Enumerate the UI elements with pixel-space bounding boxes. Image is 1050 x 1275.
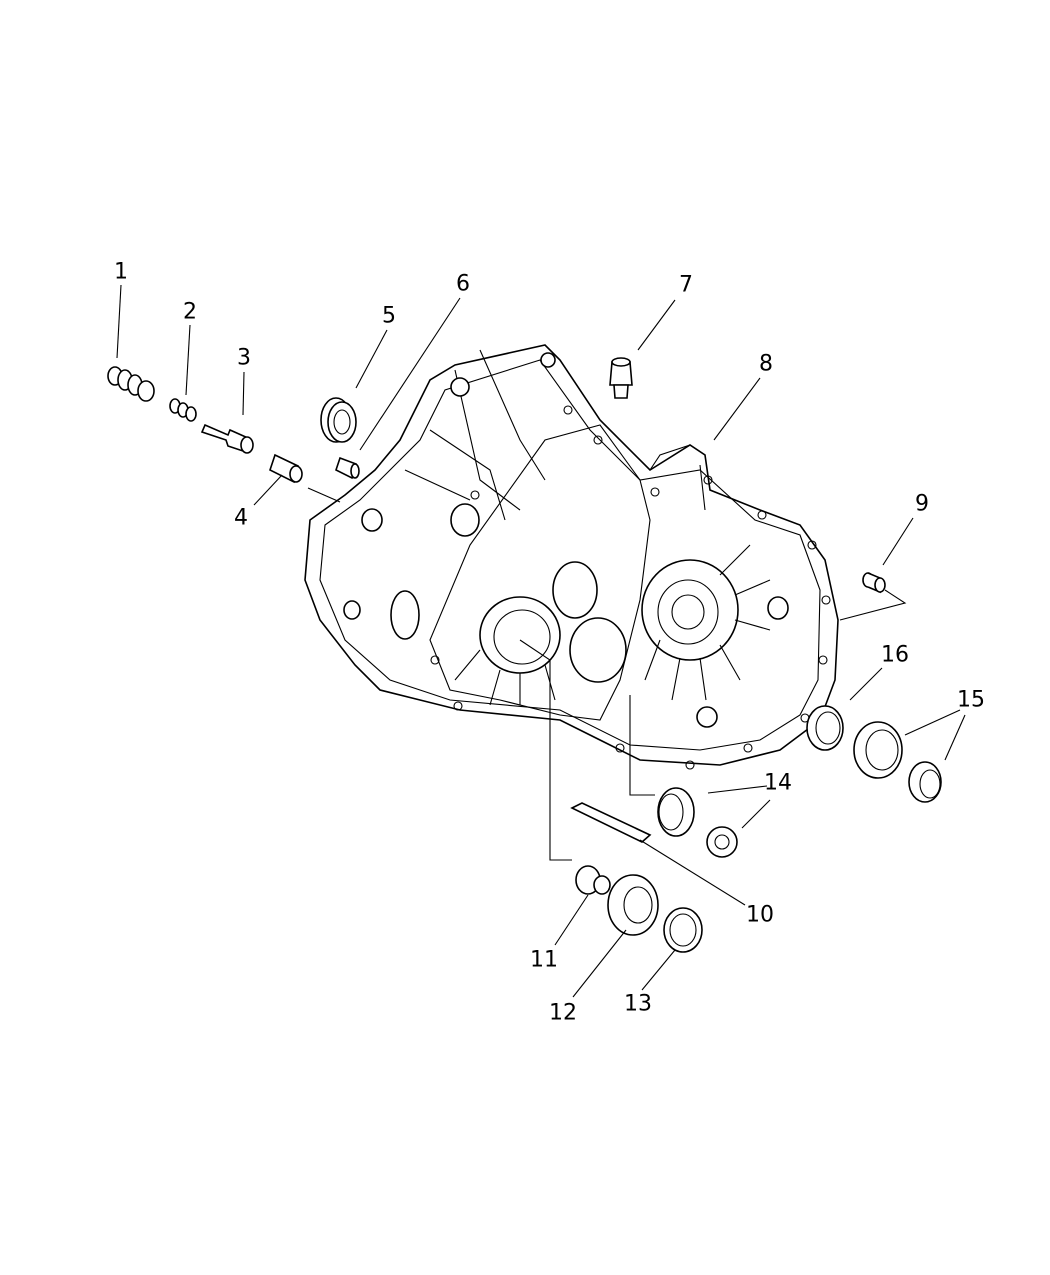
part-9-plug: [862, 572, 886, 594]
part-2-spring: [169, 398, 197, 422]
part-3-pin: [200, 423, 254, 454]
part-1-plug: [107, 366, 155, 402]
callout-14: 14: [764, 770, 792, 796]
part-16-seal: [806, 705, 844, 751]
callout-11: 11: [530, 947, 558, 973]
part-5-seal: [320, 397, 357, 443]
part-10-magnet: [570, 802, 652, 843]
leader-lines: [116, 284, 966, 998]
callout-3: 3: [237, 345, 251, 371]
callout-7: 7: [679, 272, 693, 298]
part-13-ring: [663, 907, 703, 953]
transmission-housing: [304, 344, 839, 770]
callout-2: 2: [183, 299, 197, 325]
callout-15: 15: [957, 687, 985, 713]
callout-9: 9: [915, 491, 929, 517]
part-7-switch: [609, 357, 633, 399]
callout-8: 8: [759, 351, 773, 377]
part-14-race: [657, 787, 738, 858]
callout-5: 5: [382, 303, 396, 329]
callout-16: 16: [881, 642, 909, 668]
callout-1: 1: [114, 259, 128, 285]
callout-4: 4: [234, 505, 248, 531]
part-12-bearing: [607, 874, 659, 936]
callout-12: 12: [549, 1000, 577, 1026]
callout-13: 13: [624, 991, 652, 1017]
callout-10: 10: [746, 902, 774, 928]
callout-6: 6: [456, 271, 470, 297]
part-4-sleeve: [269, 453, 303, 484]
part-6-dowel: [335, 456, 360, 480]
part-15-bearing: [853, 721, 942, 803]
part-11-pin: [575, 865, 611, 895]
